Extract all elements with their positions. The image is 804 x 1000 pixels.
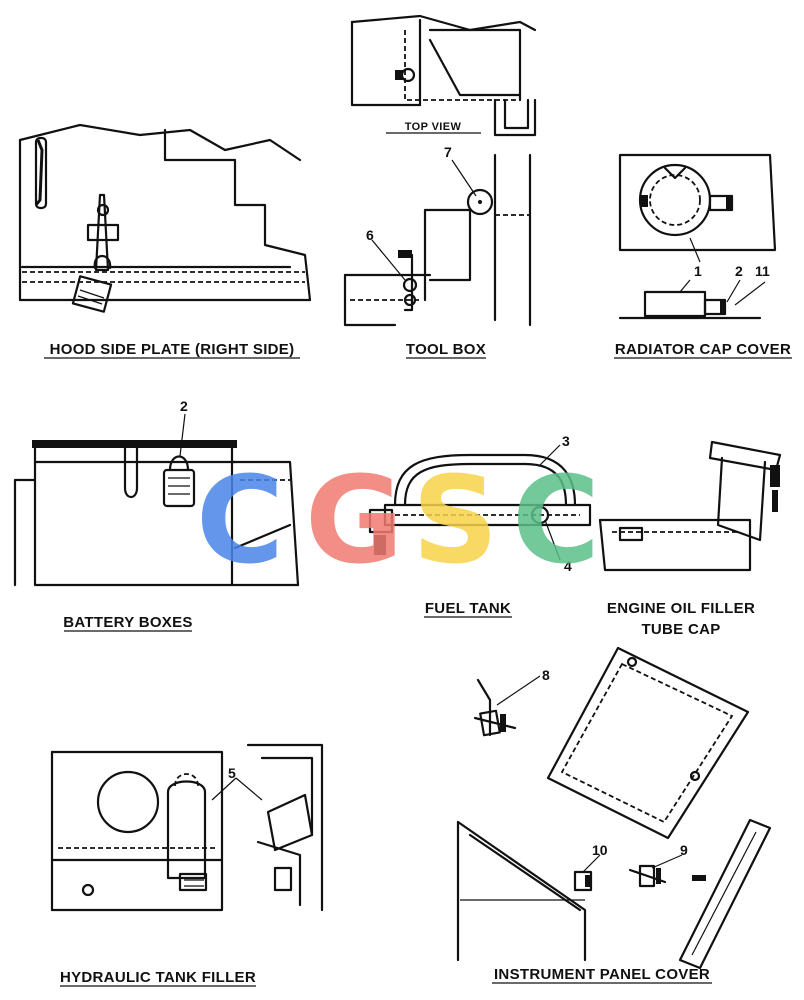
cgsc-watermark: C G S C xyxy=(196,452,600,591)
watermark-letter-c1: C xyxy=(196,452,284,591)
watermark-letter-c2: C xyxy=(512,452,600,591)
callout-10: 10 xyxy=(592,842,608,858)
callout-4: 4 xyxy=(564,558,572,574)
tool-box-caption: TOOL BOX xyxy=(406,341,486,358)
callout-2: 2 xyxy=(735,263,743,279)
caption-underlines xyxy=(44,132,792,987)
battery-boxes-drawing xyxy=(13,413,300,587)
top-view-caption: TOP VIEW xyxy=(405,121,462,133)
instrument-panel-cover-caption: INSTRUMENT PANEL COVER xyxy=(494,966,710,983)
radiator-cap-cover-caption: RADIATOR CAP COVER xyxy=(615,341,791,358)
callout-1: 1 xyxy=(694,263,702,279)
hydraulic-tank-filler-caption: HYDRAULIC TANK FILLER xyxy=(60,969,256,986)
callout-3: 3 xyxy=(562,433,570,449)
callout-7: 7 xyxy=(444,144,452,160)
watermark-letter-s: S xyxy=(412,452,498,591)
callout-11: 11 xyxy=(755,263,770,279)
instrument-panel-cover-assembly xyxy=(456,818,772,970)
fuel-tank-drawing xyxy=(368,444,592,561)
engine-oil-caption-line2: TUBE CAP xyxy=(641,621,720,638)
fuel-tank-caption: FUEL TANK xyxy=(425,600,511,617)
callout-2-battery: 2 xyxy=(180,398,188,414)
callout-8: 8 xyxy=(542,667,550,683)
battery-boxes-caption: BATTERY BOXES xyxy=(63,614,192,631)
watermark-letter-g: G xyxy=(305,452,404,591)
callout-5: 5 xyxy=(228,765,236,781)
radiator-cap-cover-drawing xyxy=(618,153,777,320)
engine-oil-caption-line1: ENGINE OIL FILLER xyxy=(607,600,755,617)
callout-6: 6 xyxy=(366,227,374,243)
callout-9: 9 xyxy=(680,842,688,858)
tool-box-drawing xyxy=(343,153,532,327)
hood-side-plate-caption: HOOD SIDE PLATE (RIGHT SIDE) xyxy=(50,341,295,358)
latch-part-8-drawing xyxy=(473,675,541,737)
hood-side-plate-drawing xyxy=(18,123,312,313)
instrument-panel-cover-panel xyxy=(546,646,750,840)
top-view-drawing xyxy=(350,14,537,137)
engine-oil-filler-drawing xyxy=(598,440,782,572)
hydraulic-tank-filler-drawing xyxy=(50,743,324,912)
